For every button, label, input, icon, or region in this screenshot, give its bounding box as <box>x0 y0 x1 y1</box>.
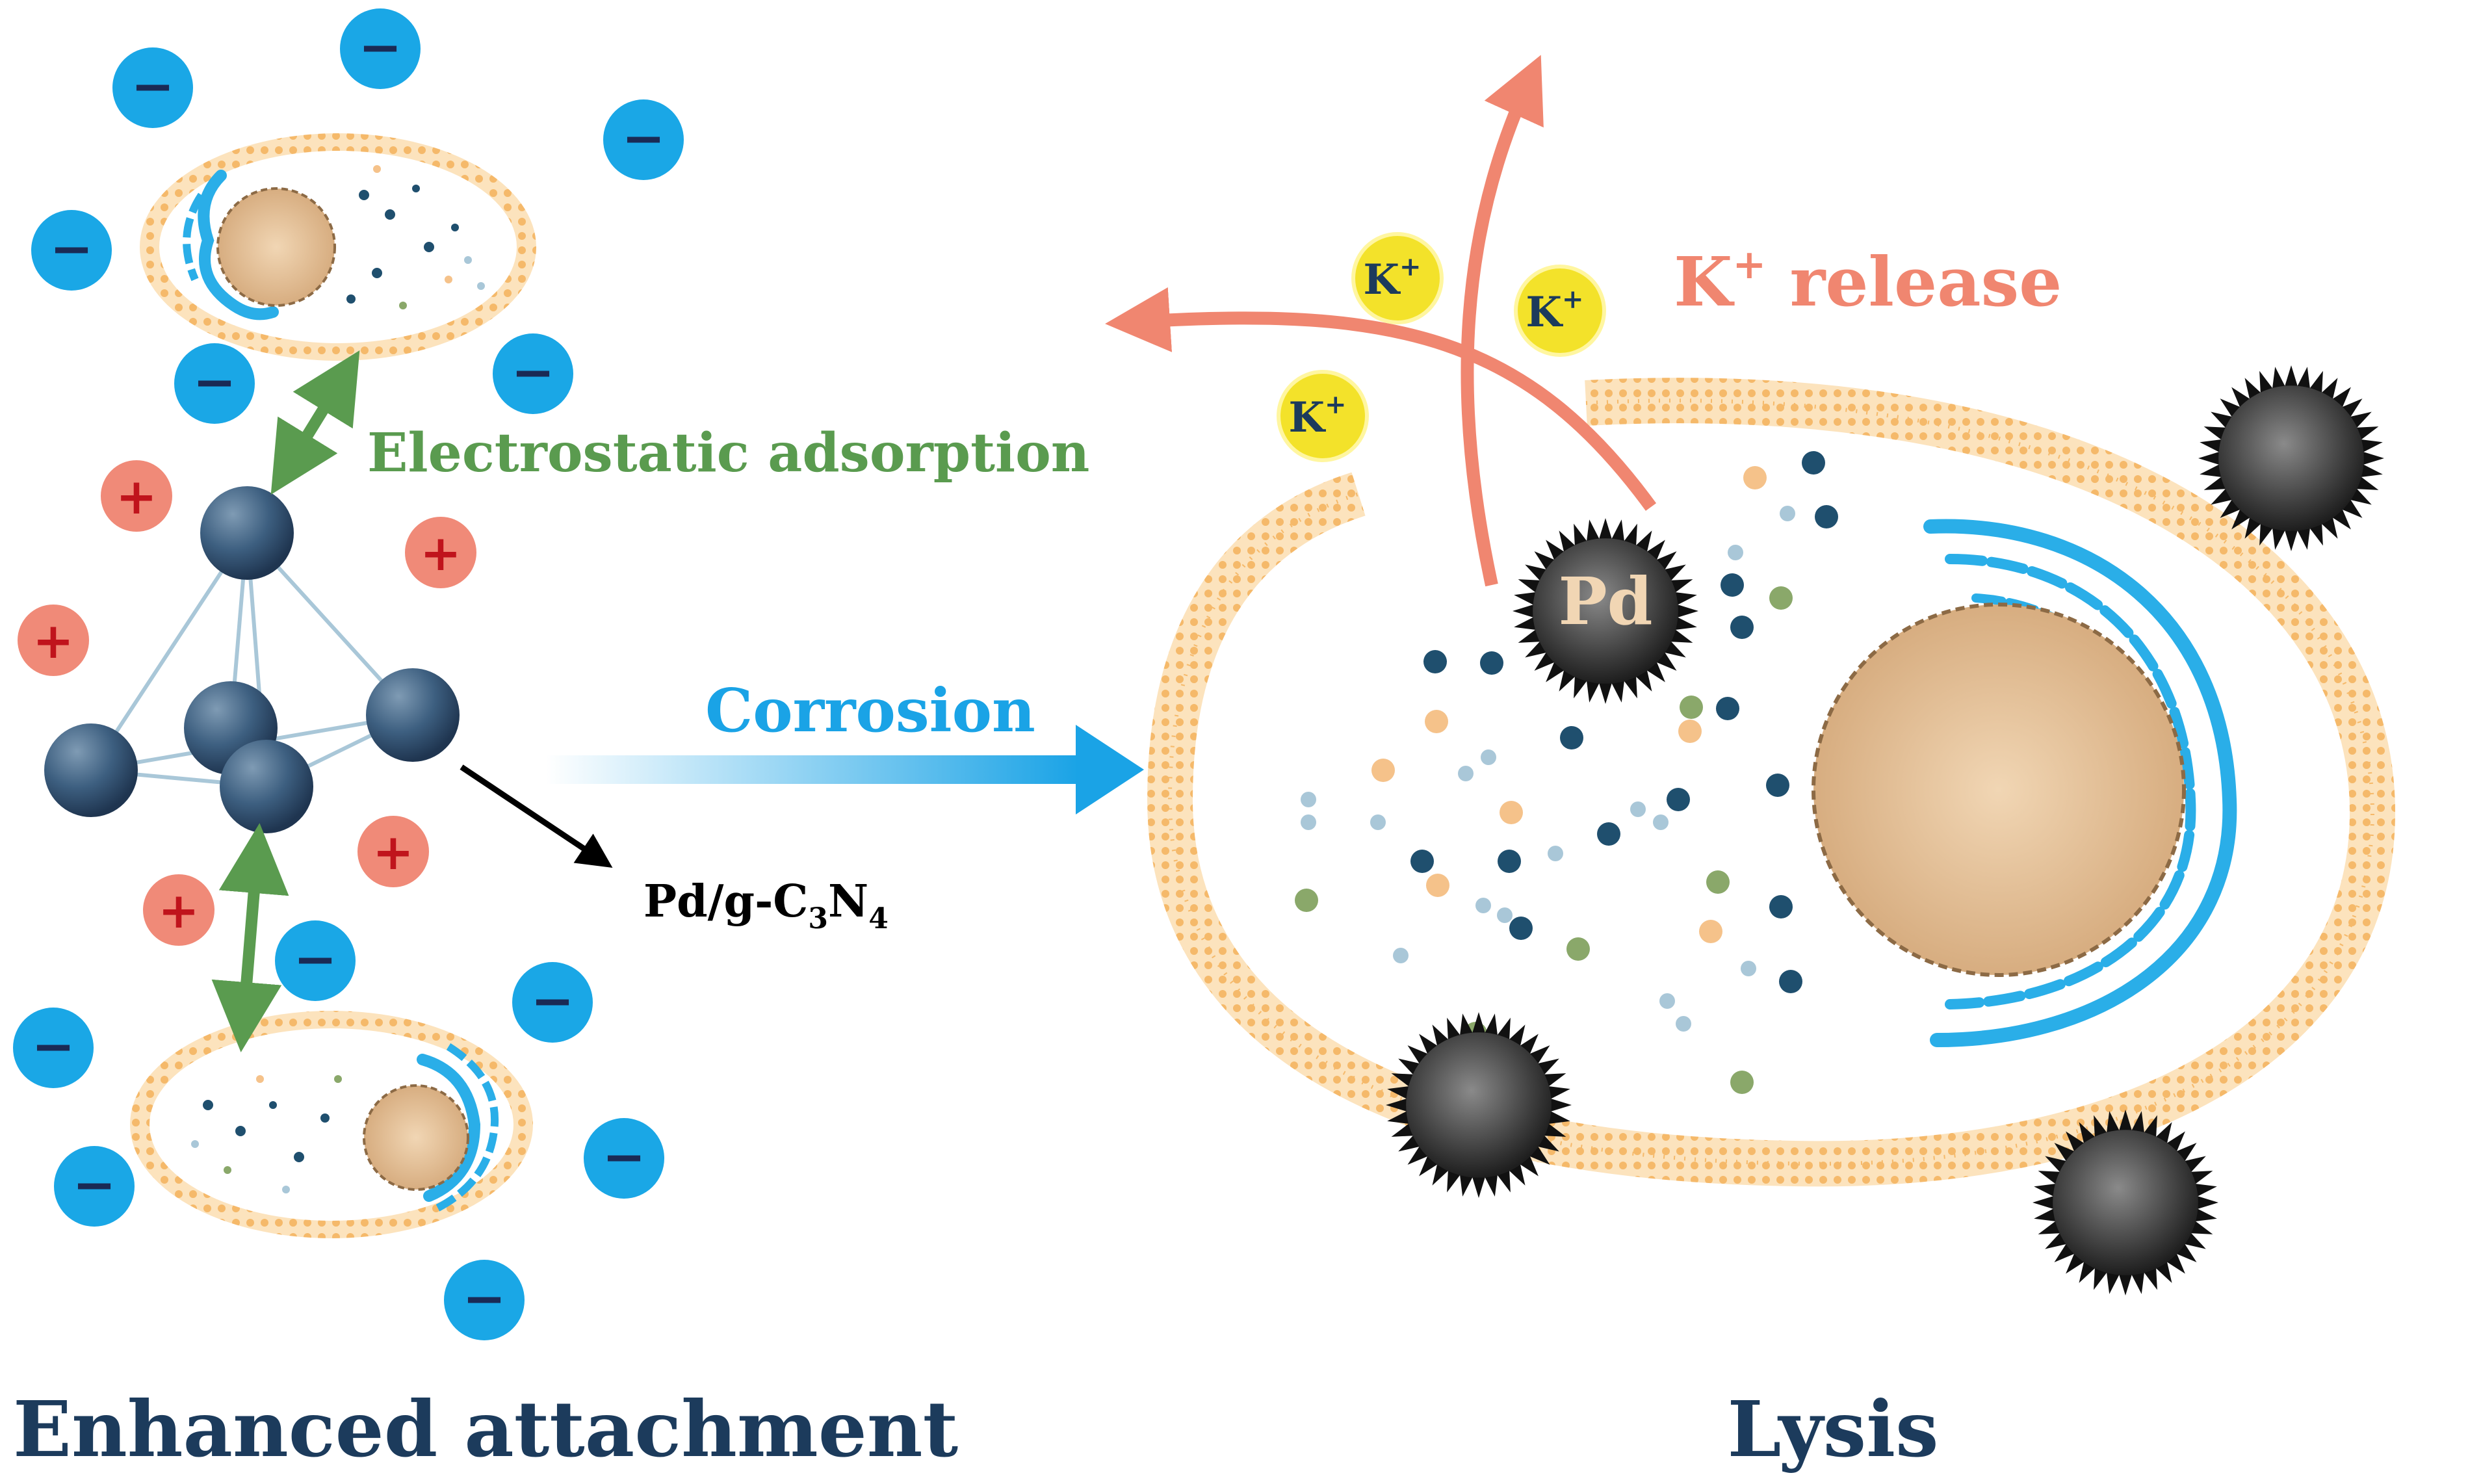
k-release-arrow-left <box>1105 287 1657 511</box>
k-release-label-k: K <box>1674 242 1735 322</box>
positive-ion-icon: + <box>18 605 89 676</box>
negative-ion-sign: − <box>602 1126 645 1187</box>
lysed-cell-particles <box>1295 451 1838 1094</box>
negative-ion-icon: − <box>444 1260 525 1340</box>
k-release-label-sup: + <box>1732 241 1766 288</box>
negative-ions: − − − − − − − − − − − − <box>13 8 684 1340</box>
catalyst-atom <box>366 668 460 762</box>
bacterium-bottom <box>130 1011 533 1238</box>
pd-particle-icon <box>1406 1032 1552 1178</box>
positive-ion-sign: + <box>116 467 157 525</box>
positive-ion-sign: + <box>158 881 200 939</box>
catalyst-atom <box>200 486 294 580</box>
negative-ion-sign: − <box>511 341 554 402</box>
positive-ion-sign: + <box>372 823 414 881</box>
positive-ion-icon: + <box>405 517 476 588</box>
potassium-ion-icon: K+ <box>1514 265 1606 357</box>
potassium-ion-charge: + <box>1562 284 1584 315</box>
negative-ion-icon: − <box>31 210 112 291</box>
pd-particle-icon <box>2218 385 2364 531</box>
corrosion-label: Corrosion <box>705 675 1035 746</box>
bacterium-top-er-icon <box>198 170 279 320</box>
catalyst-label: Pd/g-C3N4 <box>643 876 889 935</box>
negative-ion-sign: − <box>293 928 337 989</box>
catalyst-cluster <box>44 486 460 833</box>
bacterium-bottom-er-icon <box>417 1054 481 1202</box>
adsorption-arrow-top <box>270 350 360 495</box>
positive-ion-icon: + <box>101 460 172 532</box>
negative-ion-sign: − <box>358 16 402 77</box>
negative-ion-sign: − <box>462 1268 506 1329</box>
bacterium-top-particles <box>346 165 485 309</box>
potassium-ion-symbol: K <box>1288 393 1326 442</box>
potassium-ion-icon: K+ <box>1277 370 1369 462</box>
catalyst-atom <box>220 740 313 833</box>
negative-ion-sign: − <box>131 55 174 116</box>
catalyst-label-prefix: Pd/g-C <box>643 876 808 928</box>
k-release-arrow-up <box>1461 55 1544 587</box>
negative-ion-icon: − <box>340 8 421 89</box>
negative-ion-sign: − <box>530 970 574 1031</box>
catalyst-pointer-arrow <box>460 764 613 868</box>
negative-ion-icon: − <box>512 962 593 1043</box>
negative-ion-sign: − <box>621 107 665 168</box>
lysis-title: Lysis <box>1727 1384 1938 1474</box>
bacterium-bottom-particles <box>191 1075 342 1193</box>
potassium-ion-icon: K+ <box>1351 232 1444 324</box>
bacterium-top-nucleus <box>216 187 336 307</box>
negative-ion-sign: − <box>192 351 236 412</box>
bacterium-top-er-outer-icon <box>183 192 205 281</box>
pd-label: Pd <box>1558 563 1652 640</box>
pd-particle-icon <box>2053 1130 2198 1275</box>
potassium-ion-label: K+ <box>1363 252 1421 304</box>
positive-ion-sign: + <box>32 612 74 670</box>
negative-ion-icon: − <box>13 1008 94 1088</box>
potassium-ion-label: K+ <box>1526 284 1583 337</box>
negative-ion-sign: − <box>49 218 93 279</box>
bacterium-top <box>140 133 536 361</box>
catalyst-atom <box>44 723 138 817</box>
negative-ion-sign: − <box>31 1015 75 1076</box>
negative-ion-icon: − <box>584 1118 664 1199</box>
lysed-cell <box>1147 378 2396 1187</box>
negative-ion-icon: − <box>54 1146 135 1227</box>
negative-ion-sign: − <box>72 1154 116 1215</box>
potassium-ion-charge: + <box>1399 252 1422 282</box>
catalyst-label-mid: N <box>828 876 868 928</box>
potassium-ion-charge: + <box>1325 389 1347 420</box>
potassium-ion-label: K+ <box>1288 389 1346 442</box>
corrosion-arrow-shaft <box>546 755 1079 784</box>
pd-particle-icon <box>1533 538 1678 684</box>
adsorption-arrow-bottom <box>211 823 289 1052</box>
corrosion-arrow-head-icon <box>1076 725 1144 814</box>
lysed-cell-nucleus <box>1812 603 2186 977</box>
negative-ion-icon: − <box>112 47 193 128</box>
enhanced-attachment-title: Enhanced attachment <box>13 1384 958 1474</box>
bacterium-bottom-er-outer-icon <box>434 1043 499 1213</box>
positive-ion-sign: + <box>420 524 461 582</box>
catalyst-label-sub1: 3 <box>808 902 828 935</box>
catalyst-label-sub2: 4 <box>868 902 889 935</box>
negative-ion-icon: − <box>493 333 573 414</box>
lysed-cell-membrane <box>1147 378 2396 1187</box>
positive-ion-icon: + <box>143 874 214 946</box>
negative-ion-icon: − <box>174 343 255 424</box>
bacterium-bottom-nucleus <box>363 1084 469 1191</box>
positive-ion-icon: + <box>357 816 429 887</box>
potassium-ion-symbol: K <box>1526 288 1563 337</box>
electrostatic-label: Electrostatic adsorption <box>367 422 1089 484</box>
potassium-ion-symbol: K <box>1363 255 1401 304</box>
negative-ion-icon: − <box>275 920 356 1001</box>
k-release-label: K+ release <box>1674 241 2062 322</box>
pd-particles <box>1386 365 2384 1295</box>
k-release-label-rest: release <box>1766 242 2062 322</box>
negative-ion-icon: − <box>603 99 684 180</box>
positive-ions: + + + + + <box>18 460 476 946</box>
